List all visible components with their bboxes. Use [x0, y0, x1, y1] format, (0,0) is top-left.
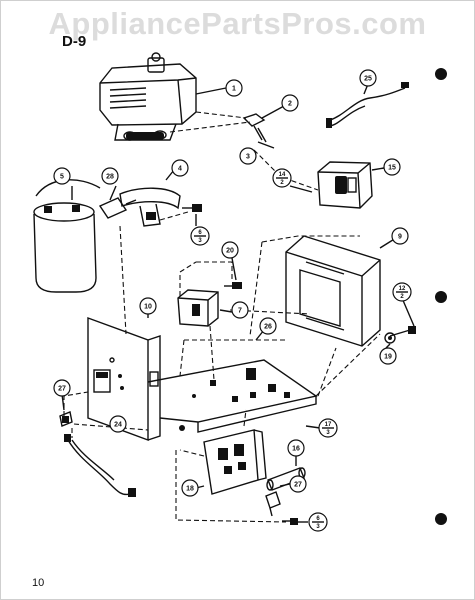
svg-text:3: 3 [316, 524, 320, 530]
svg-text:9: 9 [398, 234, 402, 241]
svg-text:1: 1 [232, 86, 236, 93]
small-transformer-part [317, 161, 373, 209]
assembly-lines [63, 111, 381, 523]
svg-text:6: 6 [198, 230, 202, 236]
callout-2: 2 [281, 94, 299, 112]
svg-text:27: 27 [294, 482, 302, 489]
callout-18: 18 [181, 479, 199, 497]
screw-part [182, 204, 202, 212]
callout-4: 4 [171, 159, 189, 177]
screw-part [282, 518, 298, 525]
callout-27-left: 27 [53, 379, 71, 397]
callout-12-2: 12 2 [392, 282, 412, 302]
callout-19: 19 [379, 347, 397, 365]
svg-text:17: 17 [325, 422, 332, 428]
callout-24: 24 [109, 415, 127, 433]
svg-text:26: 26 [264, 324, 272, 331]
callout-25: 25 [359, 69, 377, 87]
callout-26: 26 [259, 317, 277, 335]
svg-text:24: 24 [114, 422, 122, 429]
diagram-code: D-9 [62, 33, 87, 50]
wire-harness-part [64, 434, 136, 497]
callout-20: 20 [221, 241, 239, 259]
screw-part [224, 282, 242, 289]
svg-text:16: 16 [292, 446, 300, 453]
callout-9: 9 [391, 227, 409, 245]
svg-text:25: 25 [364, 76, 372, 83]
callout-5: 5 [53, 167, 71, 185]
thermal-cutout-part [242, 113, 267, 143]
svg-text:2: 2 [400, 294, 404, 300]
callout-16: 16 [287, 439, 305, 457]
callout-10: 10 [139, 297, 157, 315]
callout-14-2: 14 2 [272, 168, 292, 188]
terminal-part [59, 411, 73, 427]
callout-28: 28 [101, 167, 119, 185]
callout-15: 15 [383, 158, 401, 176]
svg-text:20: 20 [226, 248, 234, 255]
page-number: 10 [32, 577, 45, 589]
watermark: AppliancePartsPros.com [48, 6, 427, 41]
callout-1: 1 [225, 79, 243, 97]
relay-part [177, 289, 219, 327]
svg-text:6: 6 [316, 516, 320, 522]
callout-27-right: 27 [289, 475, 307, 493]
svg-text:2: 2 [288, 101, 292, 108]
svg-text:3: 3 [198, 238, 202, 244]
diode-part [98, 197, 137, 219]
svg-text:2: 2 [280, 180, 284, 186]
callout-3: 3 [239, 147, 257, 165]
svg-text:10: 10 [144, 304, 152, 311]
binder-hole-top [435, 68, 447, 80]
svg-text:5: 5 [60, 174, 64, 181]
wire-lead-part [326, 82, 409, 128]
magnetron-part [99, 52, 197, 141]
svg-text:12: 12 [399, 286, 406, 292]
svg-text:14: 14 [279, 172, 286, 178]
svg-text:7: 7 [238, 308, 242, 315]
callout-6-3-upper: 6 3 [190, 226, 210, 246]
svg-text:15: 15 [388, 165, 396, 172]
high-voltage-transformer-part [285, 235, 381, 347]
binder-hole-bottom [435, 513, 447, 525]
fuse-clip-part [265, 491, 281, 517]
svg-text:28: 28 [106, 174, 114, 181]
svg-text:27: 27 [58, 386, 66, 393]
callout-7: 7 [231, 301, 249, 319]
callout-17-3: 17 3 [318, 418, 338, 438]
svg-text:3: 3 [326, 430, 330, 436]
capacitor-part [33, 179, 101, 293]
capacitor-bracket-part [119, 187, 181, 227]
svg-text:18: 18 [186, 486, 194, 493]
svg-text:3: 3 [246, 154, 250, 161]
svg-text:19: 19 [384, 354, 392, 361]
washer-part [384, 332, 396, 344]
circuit-board-part [203, 429, 267, 495]
callout-6-3-lower: 6 3 [308, 512, 328, 532]
svg-text:4: 4 [178, 166, 182, 173]
binder-hole-middle [435, 291, 447, 303]
